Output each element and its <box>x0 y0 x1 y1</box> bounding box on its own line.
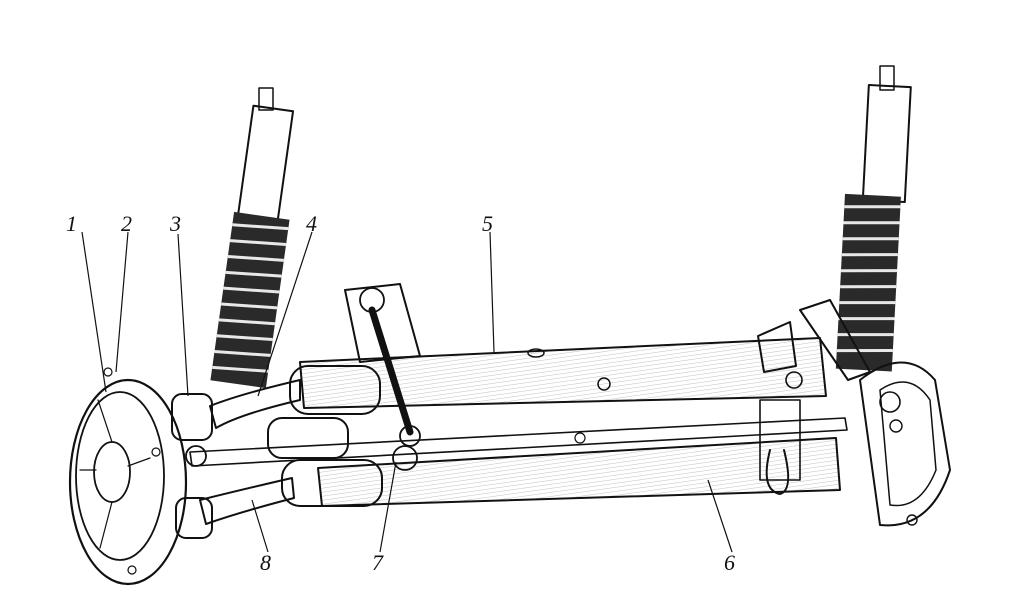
callout-label-1: 1 <box>66 211 77 236</box>
callout-label-4: 4 <box>306 211 317 236</box>
lower-cross-tube <box>317 437 841 507</box>
upper-cross-tube <box>299 337 827 409</box>
tie-rod <box>189 417 848 467</box>
left-torsion-housing <box>267 365 383 507</box>
right-shock-absorber <box>835 65 912 372</box>
callout-label-3: 3 <box>169 211 181 236</box>
left-lower-arm <box>199 477 295 525</box>
callout-label-5: 5 <box>482 211 493 236</box>
left-wheel-hub <box>68 367 188 586</box>
right-wheel-hub <box>859 361 951 527</box>
steering-linkage <box>344 283 421 471</box>
left-upper-arm <box>209 379 301 429</box>
callout-label-8: 8 <box>260 550 271 575</box>
callout-label-6: 6 <box>724 550 735 575</box>
callout-label-2: 2 <box>121 211 132 236</box>
left-shock-absorber <box>210 87 295 389</box>
leader-lines <box>81 231 733 553</box>
callout-label-7: 7 <box>372 550 384 575</box>
